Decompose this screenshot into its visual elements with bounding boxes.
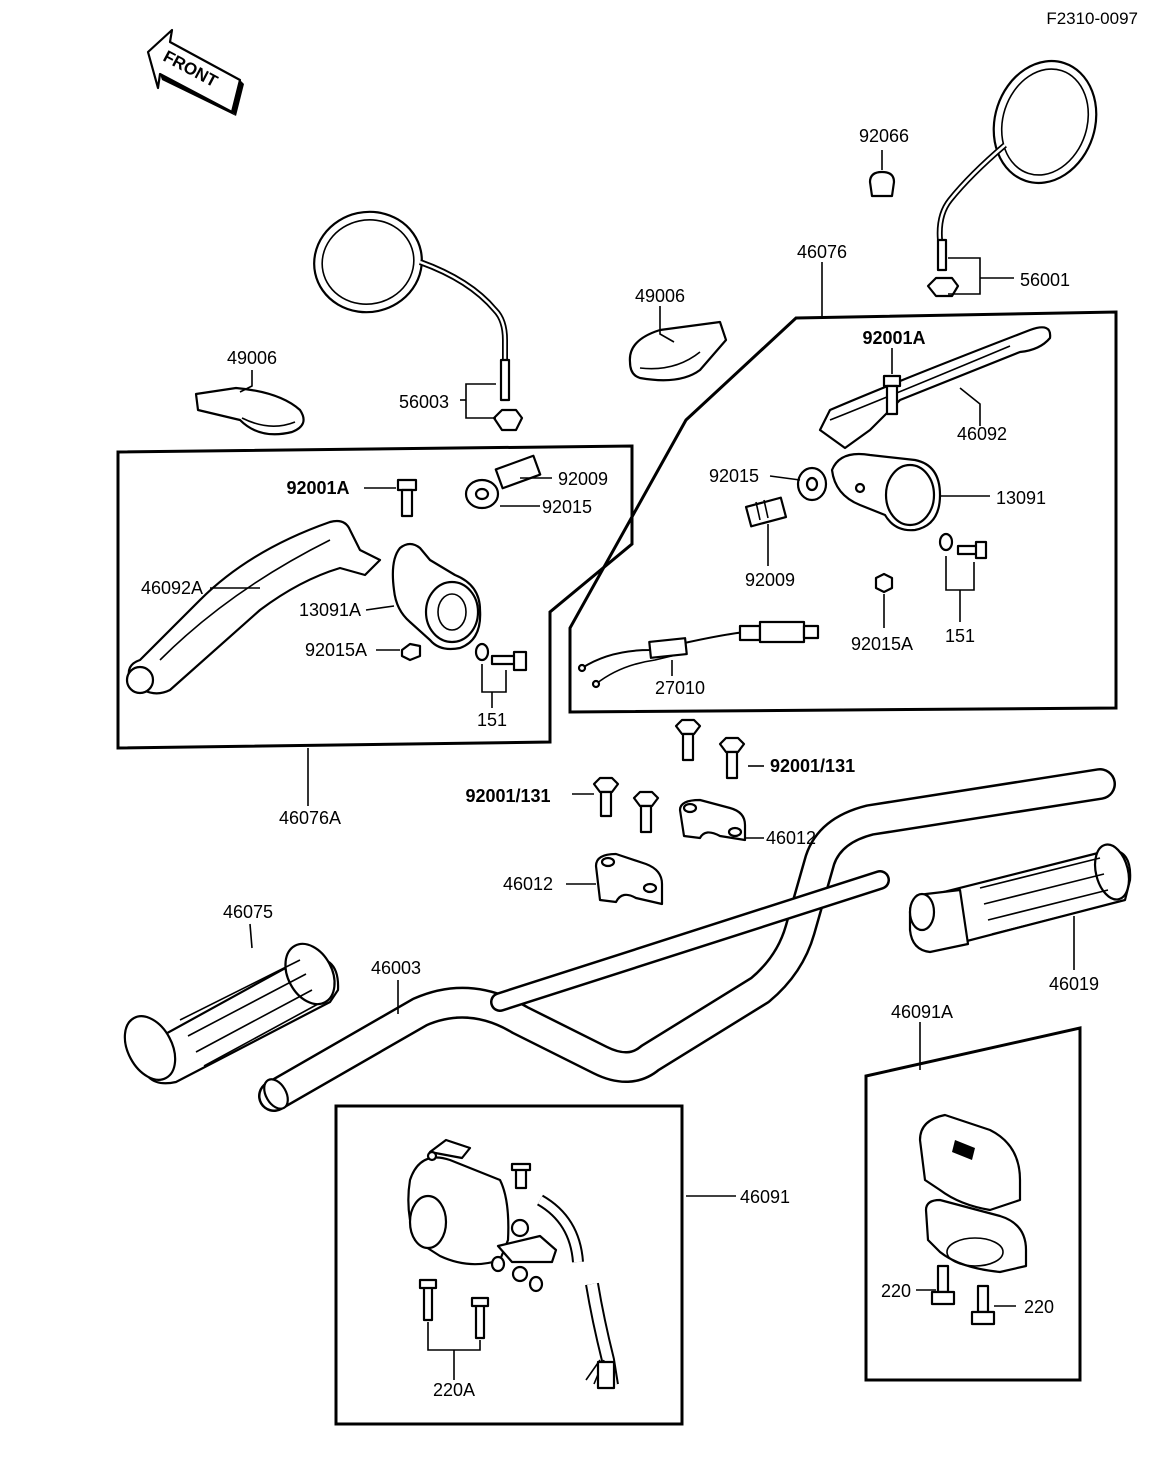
nut-92015A-left <box>400 642 422 662</box>
callout-92015-left: 92015 <box>542 497 592 517</box>
callout-92001-131-left: 92001/131 <box>465 786 550 806</box>
lever-assembly-right-box <box>568 310 1118 714</box>
adjuster-bolt-92009-right <box>744 496 788 528</box>
callout-46076A: 46076A <box>279 808 341 828</box>
holder-46012-left <box>594 852 664 906</box>
adjuster-92009-left <box>494 454 542 490</box>
callout-13091: 13091 <box>996 488 1046 508</box>
lever-assembly-left-box <box>116 444 634 750</box>
callout-46092A: 46092A <box>141 578 203 598</box>
leader-lines <box>210 150 1075 1380</box>
adjuster-nut-92015-left <box>464 478 500 510</box>
callout-13091A: 13091A <box>299 600 361 620</box>
switch-housing-46091 <box>407 1138 619 1390</box>
washer-bolt-151-left <box>474 642 528 672</box>
switch-housing-right-box <box>864 1026 1082 1382</box>
clamp-bolt-3 <box>718 736 746 780</box>
callout-92009-right: 92009 <box>745 570 795 590</box>
clamp-bolt-1 <box>592 776 620 818</box>
clamp-bolt-2 <box>674 718 702 762</box>
callout-46092: 46092 <box>957 424 1007 444</box>
bracket-13091 <box>830 452 942 532</box>
lever-boot-right <box>628 320 728 382</box>
lever-left <box>125 519 382 695</box>
switch-housing-46091A <box>918 1113 1028 1274</box>
callout-46012-left: 46012 <box>503 874 553 894</box>
reference-code: F2310-0097 <box>1046 9 1138 28</box>
screw-220A-right <box>470 1296 490 1340</box>
callout-92009-left: 92009 <box>558 469 608 489</box>
callout-46003: 46003 <box>371 958 421 978</box>
callout-46091: 46091 <box>740 1187 790 1207</box>
callout-92001A-right: 92001A <box>862 328 925 348</box>
callout-92015A-left: 92015A <box>305 640 367 660</box>
washer-bolt-151-right <box>938 532 988 560</box>
front-arrow: FRONT <box>146 28 244 116</box>
nut-92015A-right <box>874 572 894 594</box>
callout-46076: 46076 <box>797 242 847 262</box>
cap-92066 <box>868 170 896 198</box>
callout-46019: 46019 <box>1049 974 1099 994</box>
callout-92001-131-right: 92001/131 <box>770 756 855 776</box>
switch-housing-left-box <box>334 1104 684 1426</box>
callout-56003: 56003 <box>399 392 449 412</box>
callout-49006-left: 49006 <box>227 348 277 368</box>
grip-46019 <box>908 843 1132 954</box>
callout-92015-right: 92015 <box>709 466 759 486</box>
bracket-13091A <box>391 542 482 651</box>
mirror-right <box>926 59 1098 298</box>
screw-220-left <box>930 1264 956 1306</box>
callout-92015A-right: 92015A <box>851 634 913 654</box>
screw-220A-left <box>418 1278 438 1322</box>
grip-46075 <box>123 942 340 1085</box>
handlebar-46003 <box>258 768 1116 1112</box>
callout-151-left: 151 <box>477 710 507 730</box>
callout-46091A: 46091A <box>891 1002 953 1022</box>
callout-220A: 220A <box>433 1380 475 1400</box>
screw-220-right <box>970 1284 996 1326</box>
callout-151-right: 151 <box>945 626 975 646</box>
callout-49006-right: 49006 <box>635 286 685 306</box>
callout-220-left: 220 <box>881 1281 911 1301</box>
bolt-92001A-right <box>882 374 902 416</box>
lever-right <box>818 326 1052 450</box>
clamp-bolt-4 <box>632 790 660 834</box>
adjuster-nut-92015-right <box>796 466 828 502</box>
callout-220-right: 220 <box>1024 1297 1054 1317</box>
callout-56001: 56001 <box>1020 270 1070 290</box>
callout-46075: 46075 <box>223 902 273 922</box>
mirror-left <box>313 210 524 432</box>
bolt-92001A-left <box>396 478 418 518</box>
callout-labels: 92066 46076 56001 49006 92001A 46092 920… <box>141 126 1099 1400</box>
switch-27010 <box>577 620 820 689</box>
callout-27010: 27010 <box>655 678 705 698</box>
callout-92001A-left: 92001A <box>286 478 349 498</box>
lever-boot-left <box>194 386 305 436</box>
holder-46012-right <box>678 798 747 842</box>
callout-46012-right: 46012 <box>766 828 816 848</box>
callout-92066: 92066 <box>859 126 909 146</box>
